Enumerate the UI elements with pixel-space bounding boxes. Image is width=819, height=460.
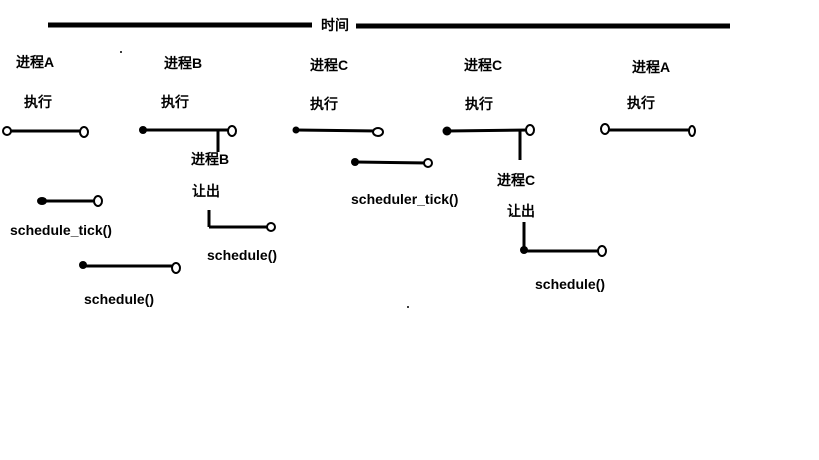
- process-b-segment: [139, 125, 237, 152]
- scheduler-tick-segment: [351, 158, 433, 168]
- process-a-action-2: 执行: [627, 95, 655, 111]
- process-c-yield-action: 让出: [507, 203, 535, 219]
- process-a-name-2: 进程A: [632, 59, 671, 75]
- process-b-action: 执行: [161, 94, 189, 110]
- schedule-label-1: schedule(): [84, 291, 155, 307]
- process-a-segment: [2, 126, 89, 138]
- schedule-label-3: schedule(): [535, 276, 606, 292]
- process-b-name: 进程B: [164, 55, 203, 71]
- process-c-name-2: 进程C: [464, 57, 503, 73]
- process-c-action: 执行: [310, 96, 338, 112]
- stray-dot: [407, 306, 409, 308]
- process-c-segment-2: [442, 124, 535, 160]
- timeline-label: 时间: [317, 18, 353, 32]
- schedule-tick-label: schedule_tick(): [10, 222, 112, 238]
- schedule-segment-1: [79, 261, 181, 274]
- process-c-segment-1: [292, 126, 384, 137]
- schedule-tick-segment: [37, 195, 103, 207]
- process-a-action: 执行: [24, 94, 52, 110]
- stray-dot: [120, 51, 122, 53]
- schedule-segment-2: [207, 210, 276, 232]
- scheduler-tick-label: scheduler_tick(): [351, 191, 459, 207]
- process-b-yield-action: 让出: [192, 183, 220, 199]
- process-c-action-2: 执行: [465, 96, 493, 112]
- process-c-name: 进程C: [310, 57, 349, 73]
- process-b-yield-name: 进程B: [191, 151, 230, 167]
- schedule-label-2: schedule(): [207, 247, 278, 263]
- process-a-segment-2: [600, 123, 696, 137]
- schedule-segment-3: [520, 222, 607, 257]
- process-a-name: 进程A: [16, 54, 55, 70]
- process-c-yield-name: 进程C: [497, 172, 536, 188]
